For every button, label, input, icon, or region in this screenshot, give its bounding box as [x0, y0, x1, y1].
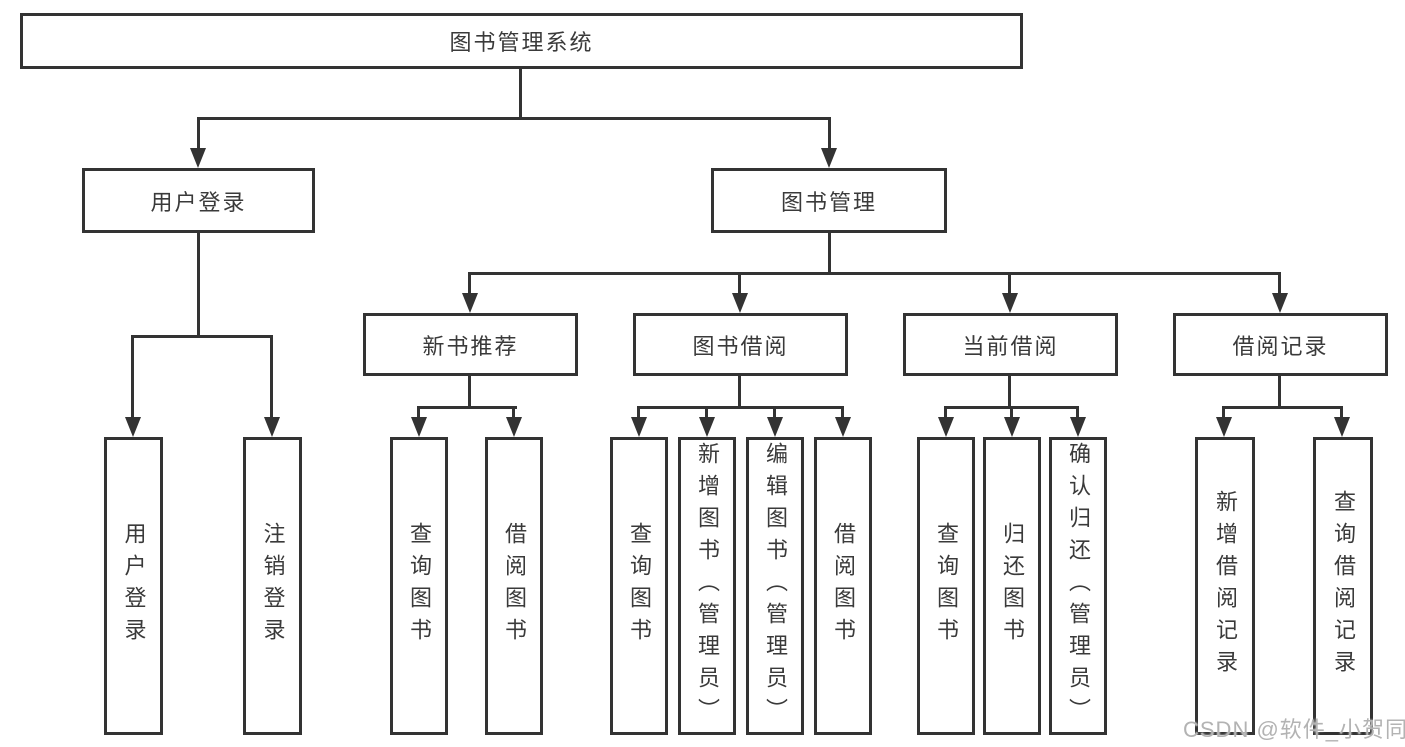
leaf-return-book-label: 归还图书	[1000, 522, 1025, 650]
connector-line	[131, 335, 273, 338]
leaf-confirm-return-admin: 确认归还（管理员）	[1049, 437, 1107, 735]
arrowhead-down	[1272, 293, 1288, 313]
connector-line	[417, 406, 517, 409]
arrowhead-down	[767, 417, 783, 437]
leaf-query-books-recommend: 查询图书	[390, 437, 448, 735]
node-book-management: 图书管理	[711, 168, 947, 233]
leaf-query-borrow-record: 查询借阅记录	[1313, 437, 1373, 735]
connector-line	[1222, 406, 1225, 420]
watermark: CSDN @软件_小贺同学	[1183, 717, 1405, 742]
arrowhead-down	[699, 417, 715, 437]
arrowhead-down	[938, 417, 954, 437]
connector-line	[131, 335, 134, 419]
node-book-borrow-label: 图书借阅	[692, 333, 789, 359]
node-book-management-label: 图书管理	[780, 189, 877, 215]
leaf-return-book: 归还图书	[983, 437, 1041, 735]
leaf-borrow-books-recommend-label: 借阅图书	[502, 522, 527, 650]
connector-line	[1010, 406, 1013, 420]
node-new-book-recommend-label: 新书推荐	[422, 333, 519, 359]
leaf-edit-book-admin: 编辑图书（管理员）	[746, 437, 804, 735]
node-user-login: 用户登录	[82, 168, 315, 233]
connector-line	[841, 406, 844, 420]
leaf-confirm-return-admin-label: 确认归还（管理员）	[1066, 442, 1091, 730]
arrowhead-down	[462, 293, 478, 313]
leaf-edit-book-admin-label: 编辑图书（管理员）	[763, 442, 788, 730]
leaf-logout-label: 注销登录	[260, 522, 286, 650]
connector-line	[1278, 376, 1281, 409]
node-current-borrow: 当前借阅	[903, 313, 1118, 376]
connector-line	[1076, 406, 1079, 420]
leaf-borrow-books-label: 借阅图书	[831, 522, 856, 650]
arrowhead-down	[821, 148, 837, 168]
connector-line	[738, 376, 741, 409]
connector-line	[197, 233, 200, 338]
connector-line	[468, 272, 1281, 275]
connector-line	[944, 406, 947, 420]
connector-line	[738, 272, 741, 295]
leaf-logout: 注销登录	[243, 437, 302, 735]
node-book-borrow: 图书借阅	[633, 313, 848, 376]
connector-line	[637, 406, 844, 409]
connector-line	[1340, 406, 1343, 420]
leaf-query-books-current-label: 查询图书	[934, 522, 959, 650]
leaf-user-login-label: 用户登录	[121, 522, 147, 650]
leaf-query-books-recommend-label: 查询图书	[407, 522, 432, 650]
leaf-query-borrow-record-label: 查询借阅记录	[1331, 490, 1356, 682]
arrowhead-down	[1002, 293, 1018, 313]
arrowhead-down	[732, 293, 748, 313]
connector-line	[197, 117, 200, 150]
connector-line	[468, 376, 471, 409]
connector-line	[1278, 272, 1281, 295]
connector-line	[1222, 406, 1343, 409]
arrowhead-down	[506, 417, 522, 437]
arrowhead-down	[1004, 417, 1020, 437]
node-current-borrow-label: 当前借阅	[962, 333, 1059, 359]
connector-line	[637, 406, 640, 420]
node-borrow-records: 借阅记录	[1173, 313, 1388, 376]
connector-line	[828, 117, 831, 150]
leaf-add-book-admin: 新增图书（管理员）	[678, 437, 736, 735]
connector-line	[1008, 272, 1011, 295]
connector-line	[468, 272, 471, 295]
leaf-query-books-borrow: 查询图书	[610, 437, 668, 735]
arrowhead-down	[1216, 417, 1232, 437]
leaf-borrow-books-recommend: 借阅图书	[485, 437, 543, 735]
node-borrow-records-label: 借阅记录	[1232, 333, 1329, 359]
arrowhead-down	[1070, 417, 1086, 437]
leaf-add-borrow-record-label: 新增借阅记录	[1213, 490, 1238, 682]
node-new-book-recommend: 新书推荐	[363, 313, 578, 376]
connector-line	[519, 68, 522, 119]
connector-line	[1008, 376, 1011, 409]
connector-line	[828, 233, 831, 274]
arrowhead-down	[835, 417, 851, 437]
leaf-query-books-current: 查询图书	[917, 437, 975, 735]
arrowhead-down	[411, 417, 427, 437]
leaf-borrow-books: 借阅图书	[814, 437, 872, 735]
connector-line	[773, 406, 776, 420]
node-system-root-label: 图书管理系统	[449, 30, 594, 55]
leaf-query-books-borrow-label: 查询图书	[627, 522, 652, 650]
leaf-add-book-admin-label: 新增图书（管理员）	[695, 442, 720, 730]
leaf-add-borrow-record: 新增借阅记录	[1195, 437, 1255, 735]
connector-line	[270, 335, 273, 419]
connector-line	[512, 406, 515, 420]
arrowhead-down	[631, 417, 647, 437]
node-user-login-label: 用户登录	[150, 189, 247, 215]
node-system-root: 图书管理系统	[20, 13, 1023, 69]
connector-line	[417, 406, 420, 420]
arrowhead-down	[190, 148, 206, 168]
arrowhead-down	[125, 417, 141, 437]
leaf-user-login: 用户登录	[104, 437, 163, 735]
arrowhead-down	[264, 417, 280, 437]
connector-line	[197, 117, 831, 120]
connector-line	[705, 406, 708, 420]
arrowhead-down	[1334, 417, 1350, 437]
